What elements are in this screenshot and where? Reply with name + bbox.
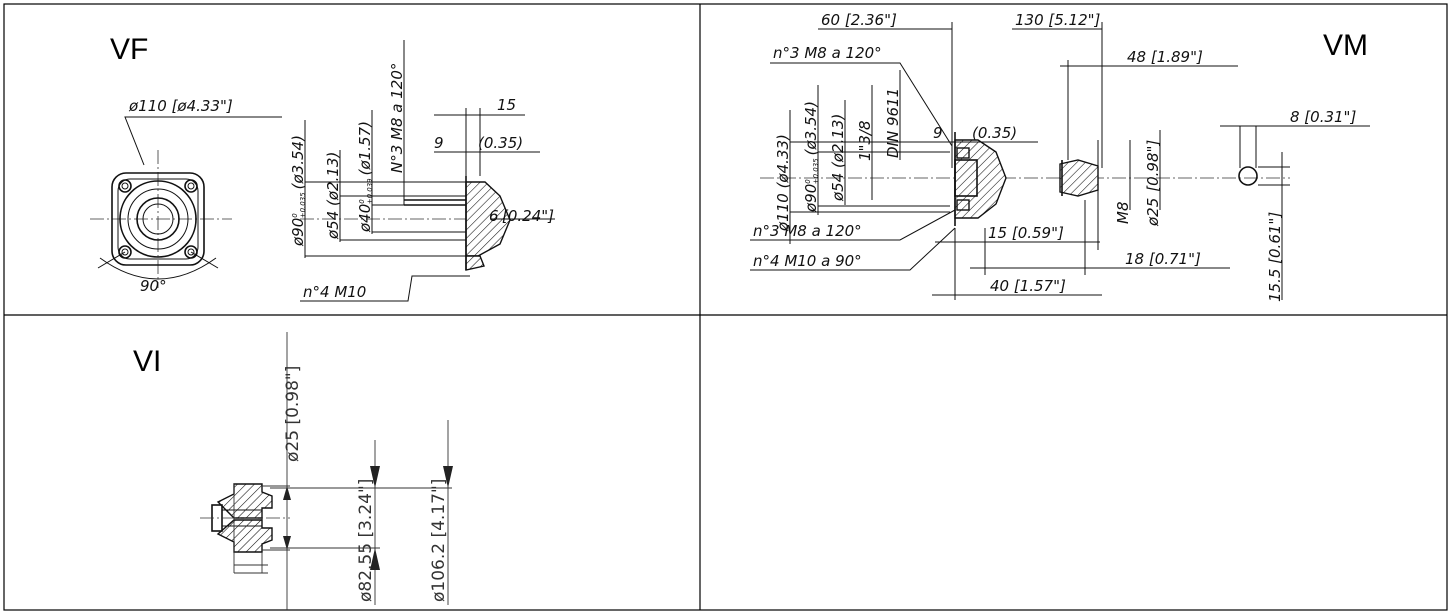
vi-dim-d25: ø25 [0.98"]: [283, 366, 303, 462]
vm-dim-40: 40 [1.57"]: [990, 277, 1066, 295]
vm-dim-n4: n°4 M10 a 90°: [753, 252, 862, 270]
vm-dim-d25: ø25[0.98"]: [1144, 140, 1162, 227]
vm-dim-d110: ø110 (ø4.33): [774, 134, 792, 232]
vm-dim-130: 130 [5.12"]: [1015, 11, 1101, 29]
vf-dim-d40: ø400+0.039(ø1.57): [356, 121, 374, 233]
vf-dim-d54: ø54 (ø2.13): [324, 152, 342, 240]
vi-dim-d82-55: ø82.55 [3.24"]: [356, 479, 376, 602]
panel-vf: VF ø110 [ø4.33"] 90°: [90, 33, 555, 302]
vf-dim-n4: n°4 M10: [303, 283, 366, 301]
vf-dim-035: (0.35): [478, 134, 523, 152]
vm-dim-15-5: 15.5 [0.61"]: [1266, 212, 1284, 302]
vi-dim-d106-2: ø106.2 [4.17"]: [429, 479, 449, 602]
vf-dim-6: 6: [489, 207, 499, 225]
vf-dim-9: 9: [434, 134, 444, 152]
vf-dim-d110: ø110 [ø4.33"]: [128, 97, 233, 115]
panel-title-vm: VM: [1323, 29, 1368, 62]
panel-vm: VM: [750, 11, 1370, 302]
vf-front-view: [90, 116, 282, 288]
empty-cell: [701, 316, 1446, 609]
vm-dim-n3-bot: n°3 M8 a 120°: [753, 222, 862, 240]
vm-dim-18: 18 [0.71"]: [1125, 250, 1201, 268]
vm-dim-15: 15 [0.59"]: [988, 224, 1064, 242]
vm-dim-d90: ø900+0.035(ø3.54): [802, 101, 820, 213]
vm-dim-d54: ø54 (ø2.13): [829, 114, 847, 202]
vm-dim-thread1: 1"3/8: [856, 120, 874, 161]
vm-dim-thread2: DIN 9611: [884, 88, 902, 158]
vf-dim-angle: 90°: [140, 277, 167, 295]
vm-dim-8: 8 [0.31"]: [1290, 108, 1356, 126]
vm-drawing: [750, 22, 1370, 300]
vm-dim-9: 9: [933, 124, 943, 142]
vf-side-view: [300, 40, 555, 302]
vf-dim-d90: ø900+0.035(ø3.54): [289, 135, 307, 247]
vf-dim-15: 15: [497, 96, 516, 114]
vm-dim-48: 48 [1.89"]: [1127, 48, 1203, 66]
vf-dim-n3: N°3 M8 a 120°: [388, 63, 406, 173]
panel-vi: VI: [133, 332, 453, 610]
vi-drawing: [200, 332, 453, 610]
vf-dim-024: [0.24"]: [502, 207, 554, 225]
vm-dim-m8: M8: [1114, 202, 1132, 225]
vm-dim-035: (0.35): [972, 124, 1017, 142]
panel-title-vf: VF: [110, 33, 148, 66]
panel-title-vi: VI: [133, 345, 161, 378]
table-grid: [3, 3, 1448, 611]
vm-dim-60: 60 [2.36"]: [821, 11, 897, 29]
vm-dim-n3-top: n°3 M8 a 120°: [773, 44, 882, 62]
